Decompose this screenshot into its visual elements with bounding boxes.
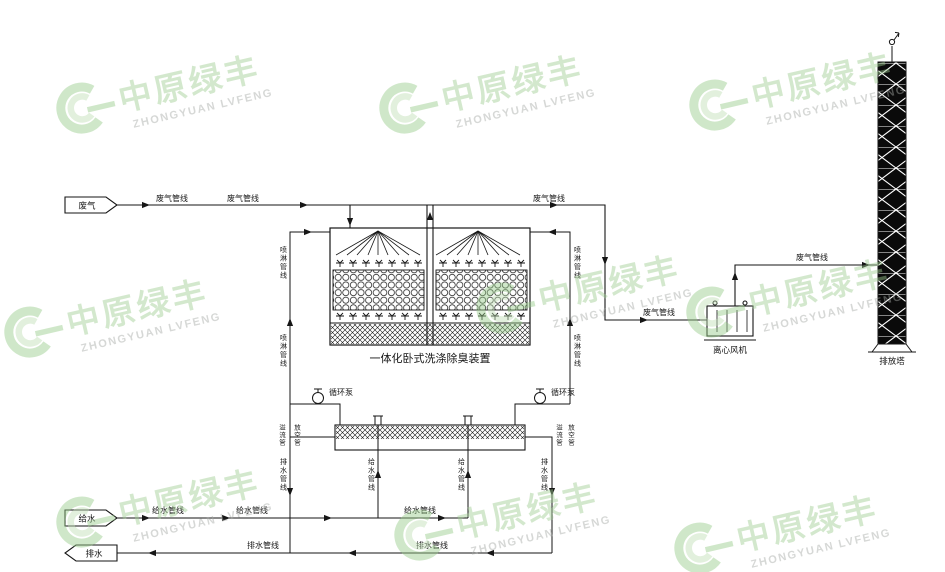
watermark: 中原绿丰 ZHONGYUAN LVFENG: [394, 477, 612, 561]
lvfeng-logo-icon: [476, 282, 536, 334]
discharge-stack: [868, 31, 916, 353]
drain-line-label: 排水管线: [280, 457, 288, 492]
watermark: 中原绿丰 ZHONGYUAN LVFENG: [56, 464, 274, 548]
recirculation-tank: [334, 415, 526, 451]
waste-gas-source-tag: 废气: [64, 196, 118, 214]
spray-header-left: [335, 230, 421, 256]
circulation-pump-label: 循环泵: [551, 387, 575, 397]
spray-line-label: 喷淋管线: [280, 333, 288, 368]
fan-label: 离心风机: [713, 345, 748, 355]
spray-line-label: 喷淋管线: [574, 333, 582, 368]
lvfeng-logo-icon: [379, 82, 439, 134]
circulation-pump-label: 循环泵: [329, 387, 353, 397]
circulation-pump-left: [312, 388, 324, 404]
spray-line-label: 喷淋管线: [280, 245, 288, 280]
tank-inlet-fitting-right: [462, 415, 474, 426]
watermark: 中原绿丰 ZHONGYUAN LVFENG: [56, 50, 274, 134]
scrubber-label: 一体化卧式洗涤除臭装置: [370, 351, 491, 365]
gas-line-label: 废气管线: [796, 252, 828, 262]
lvfeng-logo-icon: [4, 306, 64, 358]
sump-liquid: [331, 324, 529, 344]
gas-line-label: 废气管线: [156, 193, 188, 203]
drain-line-label: 排水管线: [247, 540, 279, 550]
supply-line-label: 给水管线: [458, 457, 466, 492]
watermark: 中原绿丰 ZHONGYUAN LVFENG: [379, 50, 597, 134]
packing-bed-right: [435, 269, 528, 311]
spray-pipelines: [289, 231, 571, 553]
supply-line-label: 给水管线: [404, 505, 436, 515]
watermark: 中原绿丰 ZHONGYUAN LVFENG: [674, 490, 892, 572]
labels: 废气管线 废气管线 废气管线 废气管线 废气管线 喷淋管线 喷淋管线 喷淋管线 …: [152, 193, 905, 550]
overflow-pipe-label: 溢流管: [555, 423, 563, 447]
overflow-pipe-label: 溢流管: [278, 423, 286, 447]
watermark: 中原绿丰 ZHONGYUAN LVFENG: [476, 250, 694, 334]
supply-line-label: 给水管线: [152, 505, 184, 515]
wind-vane-icon: [888, 31, 900, 62]
tank-inlet-fitting-left: [372, 415, 384, 426]
lvfeng-logo-icon: [686, 286, 746, 338]
lvfeng-logo-icon: [674, 522, 734, 572]
lvfeng-logo-icon: [56, 496, 116, 548]
drain-outlet-tag: 排水: [64, 544, 118, 562]
stack-label: 排放塔: [879, 356, 905, 366]
spray-line-label: 喷淋管线: [574, 245, 582, 280]
packing-bed-left: [332, 269, 425, 311]
watermark: 中原绿丰 ZHONGYUAN LVFENG: [686, 254, 904, 338]
centrifugal-fan: [704, 300, 756, 341]
vent-pipe-label: 放空管: [567, 423, 575, 447]
watermark: 中原绿丰 ZHONGYUAN LVFENG: [4, 274, 222, 358]
circulation-pump-right: [534, 388, 546, 404]
waste-gas-tag-label: 废气: [78, 201, 96, 211]
gas-line-label: 废气管线: [533, 193, 565, 203]
watermark-layer: 中原绿丰 ZHONGYUAN LVFENG 中原绿丰 ZHONGYUAN LVF…: [4, 47, 907, 572]
water-supply-tag-label: 给水: [78, 514, 96, 524]
drain-line-label: 排水管线: [541, 457, 549, 492]
supply-line-label: 给水管线: [236, 505, 268, 515]
drain-line-label: 排水管线: [416, 540, 448, 550]
water-supply-source-tag: 给水: [64, 509, 118, 527]
vent-pipe-label: 放空管: [293, 423, 301, 447]
tank-liquid: [336, 426, 524, 439]
drain-tag-label: 排水: [85, 549, 103, 559]
spray-header-right: [435, 230, 521, 256]
gas-line-label: 废气管线: [643, 307, 675, 317]
gas-line-label: 废气管线: [227, 193, 259, 203]
watermark: 中原绿丰 ZHONGYUAN LVFENG: [689, 47, 907, 131]
lvfeng-logo-icon: [394, 509, 454, 561]
lvfeng-logo-icon: [689, 79, 749, 131]
lvfeng-logo-icon: [56, 82, 116, 134]
supply-line-label: 给水管线: [368, 457, 376, 492]
scrubber-unit: [329, 227, 531, 346]
